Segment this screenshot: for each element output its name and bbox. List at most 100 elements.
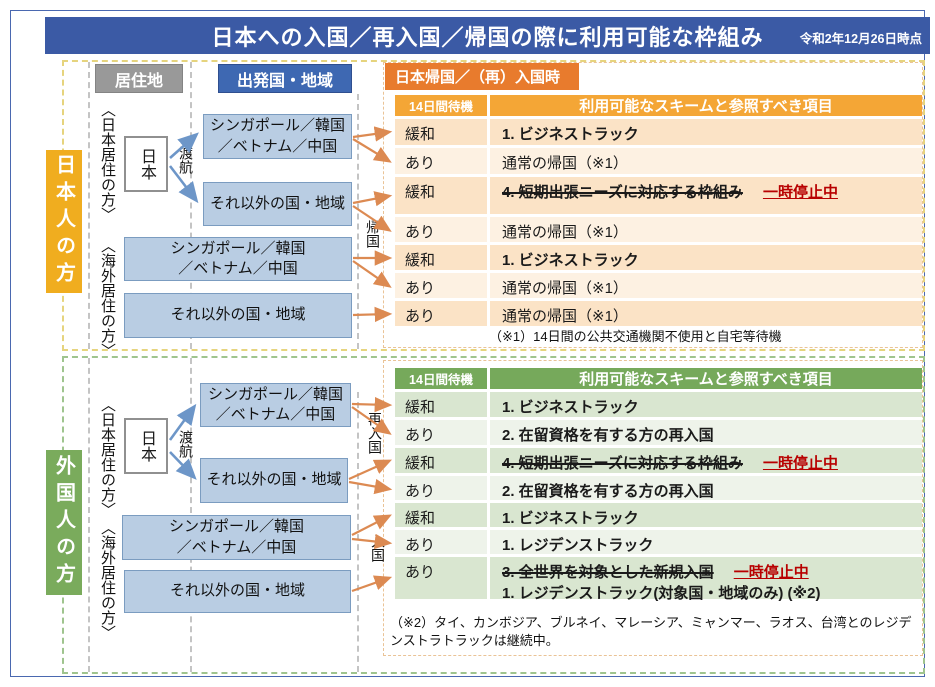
wait-column-header: 14日間待機 — [395, 95, 490, 116]
side-label-japanese: 日本人の方 — [46, 150, 82, 293]
column-guide — [190, 62, 192, 349]
wait-cell: あり — [395, 301, 490, 326]
table-row: 緩和 1. ビジネストラック — [395, 392, 922, 420]
country-box: それ以外の国・地域 — [200, 458, 348, 503]
scheme-cell: 1. ビジネストラック — [490, 503, 922, 527]
scheme-line: 4. 短期出張ニーズに対応する枠組み一時停止中 — [502, 452, 922, 473]
scheme-cell: 1. レジデンストラック — [490, 530, 922, 554]
wait-cell: あり — [395, 420, 490, 445]
scheme-line: 1. レジデンストラック — [502, 534, 922, 555]
country-box: シンガポール／韓国 ／ベトナム／中国 — [200, 383, 351, 427]
scheme-line: 1. ビジネストラック — [502, 507, 922, 528]
table-row: あり通常の帰国（※1） — [395, 148, 922, 177]
wait-cell: 緩和 — [395, 119, 490, 145]
scheme-cell: 2. 在留資格を有する方の再入国 — [490, 476, 922, 500]
scheme-text: 2. 在留資格を有する方の再入国 — [502, 483, 714, 500]
scheme-line: 3. 全世界を対象とした新規入国 一時停止中 — [502, 561, 922, 582]
scheme-line: 通常の帰国（※1） — [502, 152, 922, 173]
scheme-line: 1. ビジネストラック — [502, 123, 922, 144]
scheme-cell: 4. 短期出張ニーズに対応する枠組み 一時停止中 — [490, 177, 922, 214]
scheme-text: 通常の帰国（※1） — [502, 224, 628, 241]
suspended-badge: 一時停止中 — [762, 184, 838, 201]
wait-cell: 緩和 — [395, 245, 490, 270]
scheme-line: 通常の帰国（※1） — [502, 277, 922, 298]
scheme-text: 1. ビジネストラック — [502, 399, 639, 416]
scheme-cell: 通常の帰国（※1） — [490, 273, 922, 298]
wait-cell: 緩和 — [395, 392, 490, 417]
header-residence: 居住地 — [95, 64, 183, 93]
table-row: あり 2. 在留資格を有する方の再入国 — [395, 420, 922, 448]
scheme-text: 1. レジデンストラック — [502, 537, 654, 554]
wait-cell: あり — [395, 530, 490, 554]
scheme-column-header: 利用可能なスキームと参照すべき項目 — [490, 368, 922, 389]
foreigner-table-area-frame — [383, 360, 923, 656]
table-row: あり 3. 全世界を対象とした新規入国 一時停止中 1. レジデンストラック(対象国・… — [395, 557, 922, 602]
scheme-cell: 2. 在留資格を有する方の再入国 — [490, 420, 922, 445]
country-box: シンガポール／韓国 ／ベトナム／中国 — [124, 237, 352, 281]
scheme-text: 通常の帰国（※1） — [502, 280, 628, 297]
scheme-line: 1. ビジネストラック — [502, 396, 922, 417]
scheme-text: 3. 全世界を対象とした新規入国 — [502, 564, 714, 581]
scheme-cell: 通常の帰国（※1） — [490, 301, 922, 326]
table-row: あり 2. 在留資格を有する方の再入国 — [395, 476, 922, 503]
group-label-japan-resident: 〈日本居住の方〉 — [99, 102, 116, 222]
group-label-japan-resident: 〈日本居住の方〉 — [99, 397, 116, 517]
group-label-overseas-resident: 〈海外居住の方〉 — [99, 238, 116, 358]
flow-label-return: 帰国 — [365, 220, 381, 248]
wait-cell: あり — [395, 273, 490, 298]
wait-cell: 緩和 — [395, 503, 490, 527]
suspended-badge: 一時停止中 — [733, 564, 809, 581]
scheme-cell: 1. ビジネストラック — [490, 119, 922, 145]
side-label-foreigner: 外国人の方 — [46, 450, 82, 595]
table-header: 14日間待機 利用可能なスキームと参照すべき項目 — [395, 95, 922, 119]
footnote-1: （※1）14日間の公共交通機関不使用と自宅等待機 — [489, 329, 782, 344]
tab-return-entry: 日本帰国／（再）入国時 — [385, 63, 579, 90]
wait-cell: あり — [395, 217, 490, 242]
scheme-cell: 1. ビジネストラック — [490, 245, 922, 270]
country-box: シンガポール／韓国 ／ベトナム／中国 — [203, 114, 352, 159]
scheme-line: 1. ビジネストラック — [502, 249, 922, 270]
scheme-column-header: 利用可能なスキームと参照すべき項目 — [490, 95, 922, 116]
wait-cell: 緩和 — [395, 177, 490, 214]
scheme-cell: 4. 短期出張ニーズに対応する枠組み一時停止中 — [490, 448, 922, 473]
scheme-cell: 通常の帰国（※1） — [490, 217, 922, 242]
scheme-line: 通常の帰国（※1） — [502, 221, 922, 242]
suspended-badge: 一時停止中 — [762, 455, 838, 472]
japan-box: 日本 — [124, 418, 168, 474]
wait-cell: あり — [395, 557, 490, 599]
scheme-text: 4. 短期出張ニーズに対応する枠組み — [502, 184, 743, 201]
flow-label-entry: 入国 — [370, 534, 386, 562]
scheme-cell: 3. 全世界を対象とした新規入国 一時停止中 1. レジデンストラック(対象国・地域… — [490, 557, 922, 602]
travel-label: 渡航 — [178, 430, 194, 458]
page-title: 日本への入国／再入国／帰国の際に利用可能な枠組み — [211, 24, 764, 50]
wait-cell: あり — [395, 148, 490, 174]
country-box: それ以外の国・地域 — [124, 570, 351, 613]
wait-cell: あり — [395, 476, 490, 500]
table-row: 緩和 4. 短期出張ニーズに対応する枠組み 一時停止中 — [395, 177, 922, 217]
title-bar: 日本への入国／再入国／帰国の際に利用可能な枠組み 令和2年12月26日時点 — [45, 17, 930, 54]
scheme-text: 1. ビジネストラック — [502, 252, 639, 269]
table-row: あり 1. レジデンストラック — [395, 530, 922, 557]
scheme-text: 1. ビジネストラック — [502, 510, 639, 527]
wait-column-header: 14日間待機 — [395, 368, 490, 389]
group-label-overseas-resident: 〈海外居住の方〉 — [99, 520, 116, 640]
table-header: 14日間待機 利用可能なスキームと参照すべき項目 — [395, 368, 922, 392]
travel-label: 渡航 — [178, 146, 194, 174]
column-guide — [88, 358, 90, 672]
scheme-text: 通常の帰国（※1） — [502, 308, 628, 325]
scheme-text: 1. レジデンストラック(対象国・地域のみ) (※2) — [502, 585, 821, 602]
footnote-2: （※2）タイ、カンボジア、ブルネイ、マレーシア、ミャンマー、ラオス、台湾とのレジ… — [390, 615, 912, 649]
table-row: 緩和 1. ビジネストラック — [395, 245, 922, 273]
scheme-cell: 1. ビジネストラック — [490, 392, 922, 417]
japan-box: 日本 — [124, 136, 168, 192]
column-guide — [88, 62, 90, 349]
flow-label-reentry: 再入国 — [367, 412, 383, 454]
scheme-text: 2. 在留資格を有する方の再入国 — [502, 427, 714, 444]
scheme-cell: 通常の帰国（※1） — [490, 148, 922, 174]
header-departure: 出発国・地域 — [218, 64, 352, 93]
table-row: あり通常の帰国（※1） — [395, 273, 922, 301]
scheme-text: 1. ビジネストラック — [502, 126, 639, 143]
column-guide — [357, 392, 359, 672]
